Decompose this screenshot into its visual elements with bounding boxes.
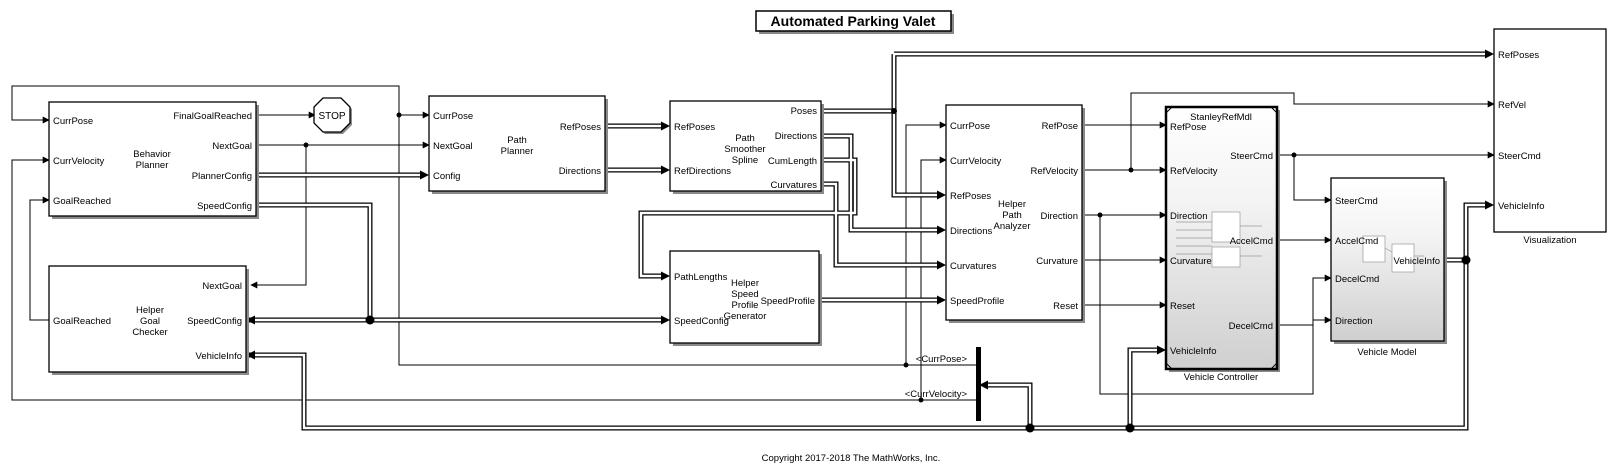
block-name: Helper — [136, 305, 164, 316]
port-label: SpeedProfile — [761, 296, 815, 307]
port-label: CurrVelocity — [950, 156, 1001, 167]
port-label: RefPoses — [560, 122, 601, 133]
port-label: RefVelocity — [1170, 166, 1218, 177]
vehicle-controller-block[interactable]: StanleyRefMdl RefPose RefVelocity Direct… — [1164, 105, 1280, 383]
block-name: Helper — [998, 199, 1026, 210]
path-smoother-block[interactable]: Path Smoother Spline RefPoses RefDirecti… — [669, 100, 824, 194]
diagram-title: Automated Parking Valet — [755, 10, 954, 34]
block-name: Spline — [732, 155, 758, 166]
block-name: Smoother — [724, 144, 765, 155]
goal-checker-block[interactable]: Helper Goal Checker NextGoal SpeedConfig… — [48, 265, 249, 375]
stop-block[interactable]: STOP — [313, 97, 352, 134]
port-label: Directions — [559, 166, 601, 177]
port-label: CumLength — [768, 156, 817, 167]
port-label: SteerCmd — [1230, 151, 1273, 162]
port-label: SteerCmd — [1498, 151, 1541, 162]
path-analyzer-block[interactable]: Helper Path Analyzer CurrPose CurrVeloci… — [945, 104, 1085, 323]
block-name: Generator — [724, 311, 767, 322]
port-label: Directions — [950, 226, 992, 237]
port-label: CurrPose — [53, 116, 93, 127]
port-label: CurrPose — [950, 121, 990, 132]
port-label: CurrVelocity — [53, 156, 104, 167]
port-label: DecelCmd — [1229, 321, 1273, 332]
port-label: Reset — [1053, 301, 1078, 312]
port-label: CurrPose — [433, 111, 473, 122]
port-label: AccelCmd — [1230, 236, 1273, 247]
block-name: Planner — [136, 160, 169, 171]
port-label: RefVel — [1498, 100, 1526, 111]
port-label: GoalReached — [53, 196, 111, 207]
port-label: Reset — [1170, 301, 1195, 312]
visualization-block[interactable]: RefPoses RefVel SteerCmd VehicleInfo Vis… — [1493, 28, 1607, 246]
vehicle-model-block[interactable]: SteerCmd AccelCmd DecelCmd Direction Veh… — [1330, 177, 1447, 358]
port-label: SpeedProfile — [950, 296, 1004, 307]
port-label: Direction — [1170, 211, 1208, 222]
block-name: Helper — [731, 278, 759, 289]
port-label: Curvatures — [771, 180, 818, 191]
block-name: Path — [735, 133, 755, 144]
port-label: PathLengths — [674, 272, 728, 283]
copyright-text: Copyright 2017-2018 The MathWorks, Inc. — [762, 453, 941, 464]
block-name: Analyzer — [994, 221, 1031, 232]
port-label: NextGoal — [433, 141, 473, 152]
bus-selector-block[interactable]: <CurrPose> <CurrVelocity> — [905, 347, 981, 421]
port-label: SpeedConfig — [674, 316, 729, 327]
port-label: PlannerConfig — [192, 171, 252, 182]
port-label: RefPoses — [1498, 50, 1539, 61]
block-name: Vehicle Controller — [1184, 372, 1258, 383]
block-name: Path — [507, 135, 527, 146]
port-label: VehicleInfo — [1170, 346, 1216, 357]
behavior-planner-block[interactable]: Behavior Planner CurrPose CurrVelocity G… — [48, 101, 259, 219]
port-label: VehicleInfo — [1498, 201, 1544, 212]
block-name: Planner — [501, 146, 534, 157]
port-label: <CurrPose> — [916, 354, 968, 365]
port-label: NextGoal — [212, 141, 252, 152]
port-label: SteerCmd — [1335, 196, 1378, 207]
block-name: Checker — [132, 327, 167, 338]
port-label: RefPoses — [674, 122, 715, 133]
path-planner-block[interactable]: Path Planner CurrPose NextGoal Config Re… — [428, 95, 608, 194]
port-label: FinalGoalReached — [173, 111, 252, 122]
stop-label: STOP — [318, 111, 345, 122]
block-name: Vehicle Model — [1357, 347, 1416, 358]
port-label: VehicleInfo — [1394, 256, 1440, 267]
speed-profile-block[interactable]: Helper Speed Profile Generator PathLengt… — [669, 250, 822, 346]
port-label: VehicleInfo — [196, 351, 242, 362]
port-label: SpeedConfig — [197, 201, 252, 212]
block-name: Visualization — [1523, 235, 1576, 246]
port-label: RefVelocity — [1030, 166, 1078, 177]
port-label: Curvature — [1170, 256, 1212, 267]
port-label: Directions — [775, 131, 817, 142]
port-label: NextGoal — [202, 281, 242, 292]
bus-lines — [246, 49, 1494, 433]
model-thumbnail-icon — [1176, 211, 1262, 268]
signal-lines — [11, 85, 1495, 401]
port-label: AccelCmd — [1335, 236, 1378, 247]
title-text: Automated Parking Valet — [771, 13, 936, 29]
port-label: <CurrVelocity> — [905, 389, 968, 400]
port-label: RefPose — [1042, 121, 1078, 132]
port-label: RefDirections — [674, 166, 731, 177]
port-label: DecelCmd — [1335, 274, 1379, 285]
port-label: Direction — [1335, 316, 1373, 327]
block-name: Profile — [732, 300, 759, 311]
port-label: Curvatures — [950, 261, 997, 272]
port-label: Curvature — [1036, 256, 1078, 267]
block-name: Path — [1002, 210, 1022, 221]
port-label: RefPoses — [950, 191, 991, 202]
port-label: SpeedConfig — [187, 316, 242, 327]
block-name: Speed — [731, 289, 758, 300]
port-label: Config — [433, 171, 460, 182]
port-label: RefPose — [1170, 122, 1206, 133]
model-thumbnail-icon — [1362, 235, 1424, 273]
inner-model-name: StanleyRefMdl — [1190, 112, 1252, 123]
block-name: Behavior — [133, 149, 171, 160]
block-name: Goal — [140, 316, 160, 327]
port-label: Poses — [791, 106, 818, 117]
port-label: Direction — [1041, 211, 1079, 222]
port-label: GoalReached — [53, 316, 111, 327]
